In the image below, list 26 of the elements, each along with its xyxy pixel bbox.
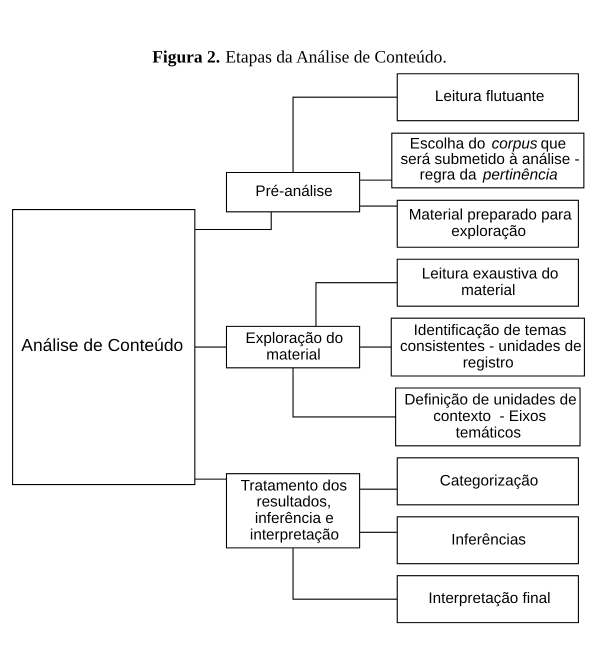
connector: [292, 96, 397, 172]
node-box: Escolha do corpus que será submetido à análise - regra da pertinência: [391, 132, 584, 188]
node-box: Leitura flutuante: [396, 73, 579, 122]
node-box: Tratamento dos resultados, inferência e interpretação: [226, 473, 360, 548]
node-box: Identificação de temas consistentes - unidades de registro: [390, 318, 585, 377]
connector: [360, 346, 392, 348]
node-box: Pré-análise: [226, 172, 360, 212]
node-box: Exploração do material: [226, 326, 360, 368]
connector: [360, 206, 397, 207]
node-box: Leitura exaustiva do material: [396, 258, 579, 307]
connector: [292, 548, 397, 600]
connector: [360, 180, 392, 181]
node-box: Definição de unidades de contexto - Eixos temáticos: [395, 387, 581, 446]
connector: [195, 346, 226, 348]
connector: [360, 532, 397, 533]
diagram-title: Figura 2. Etapas da Análise de Conteúdo.: [152, 46, 447, 67]
connector: [360, 488, 397, 490]
connector: [315, 282, 397, 326]
connector: [195, 212, 272, 230]
node-box: Análise de Conteúdo: [12, 209, 196, 486]
node-box: Material preparado para exploração: [396, 200, 579, 248]
node-box: Categorização: [396, 457, 579, 506]
connector: [292, 368, 396, 418]
node-box: Inferências: [396, 516, 579, 564]
connector: [195, 478, 226, 480]
node-box: Interpretação final: [396, 575, 579, 624]
